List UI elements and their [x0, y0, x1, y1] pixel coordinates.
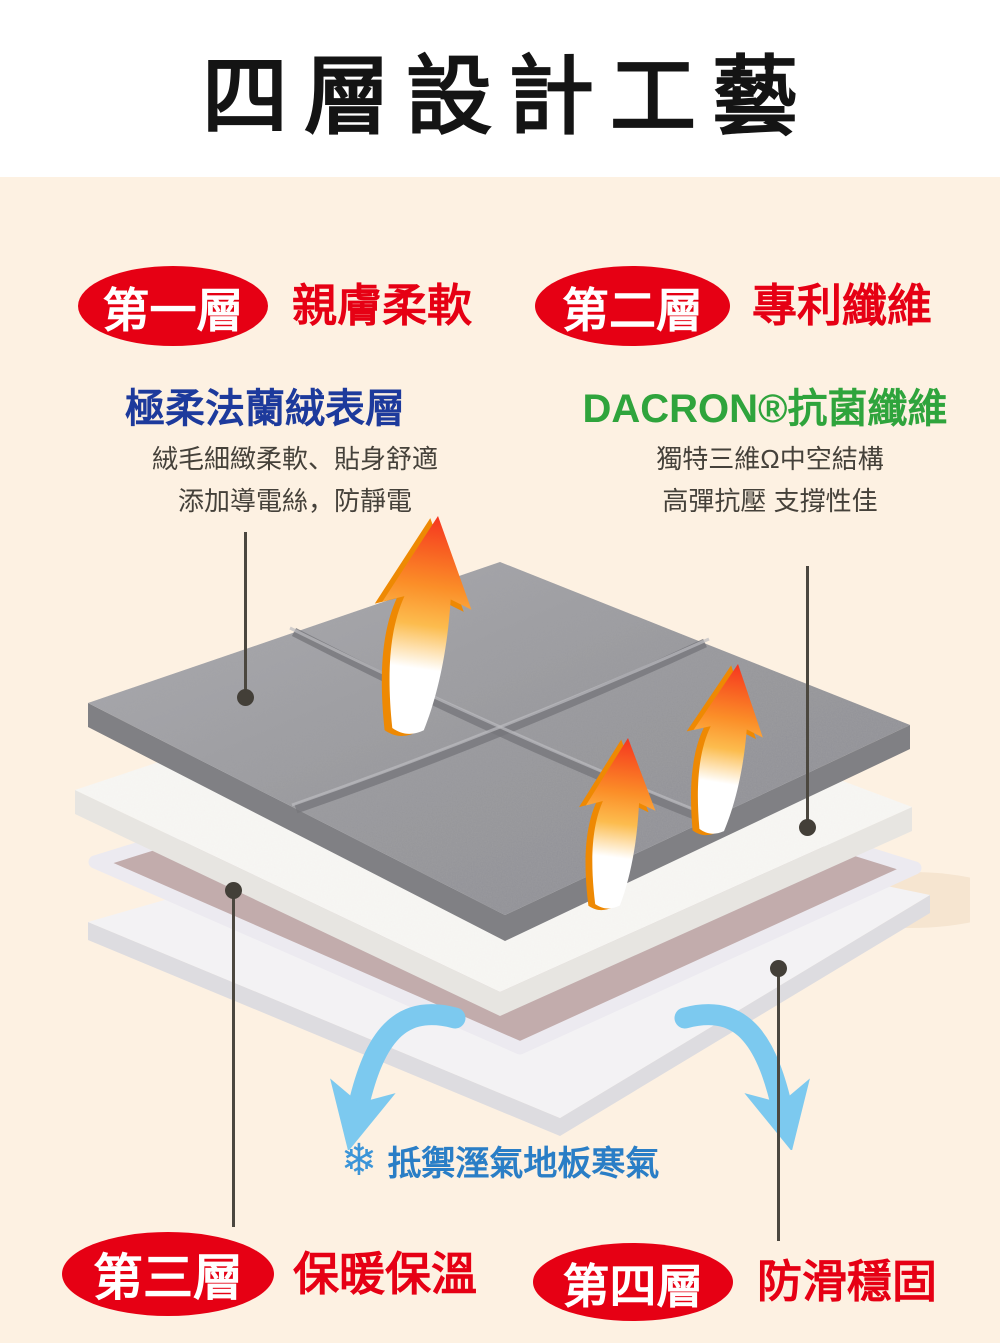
snowflake-icon: ❄: [340, 1135, 378, 1185]
tag-layer-2: 專利纖維: [752, 280, 933, 331]
badge-layer-1: 第一層: [78, 266, 268, 346]
callout-dot-layer4: [770, 960, 787, 977]
page-title: 四層設計工藝: [202, 49, 814, 145]
badge-layer-4: 第四層: [533, 1243, 733, 1321]
description-line: 絨毛細緻柔軟、貼身舒適: [151, 444, 438, 474]
floor-note: ❄ 抵禦溼氣地板寒氣: [0, 1136, 1000, 1185]
badge-layer-3: 第三層: [62, 1232, 274, 1316]
callout-line-layer2: [806, 566, 809, 827]
tag-layer-4: 防滑穩固: [757, 1256, 938, 1307]
callout-line-layer1: [244, 532, 247, 697]
description-layer-1: 絨毛細緻柔軟、貼身舒適 添加導電絲，防靜電: [75, 438, 515, 522]
description-line: 高彈抗壓 支撐性佳: [662, 486, 878, 516]
callout-line-layer4: [777, 975, 780, 1241]
floor-note-text: 抵禦溼氣地板寒氣: [387, 1145, 660, 1183]
heading-layer-1: 極柔法蘭絨表層: [125, 387, 405, 431]
callout-dot-layer2: [799, 819, 816, 836]
tag-layer-3: 保暖保溫: [293, 1248, 477, 1300]
description-line: 獨特三維Ω中空結構: [656, 444, 884, 474]
description-line: 添加導電絲，防靜電: [177, 486, 412, 516]
badge-layer-2: 第二層: [535, 266, 730, 346]
description-layer-2: 獨特三維Ω中空結構 高彈抗壓 支撐性佳: [550, 438, 990, 522]
callout-dot-layer3: [225, 882, 242, 899]
heading-layer-2: DACRON®抗菌纖維: [582, 387, 948, 431]
title-band: 四層設計工藝: [0, 0, 1000, 177]
callout-line-layer3: [232, 897, 235, 1227]
callout-dot-layer1: [237, 689, 254, 706]
tag-layer-1: 親膚柔軟: [292, 280, 473, 331]
mat-layers-illustration: [75, 510, 970, 1150]
